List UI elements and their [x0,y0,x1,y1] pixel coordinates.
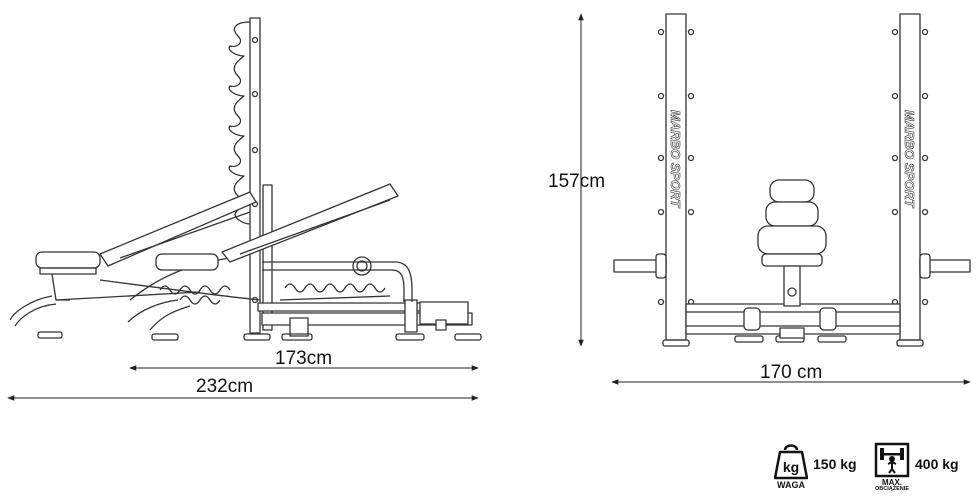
side-bench-incline-2 [221,183,399,301]
front-right-upright [891,13,929,347]
max-load-caption-line1: MAX. [882,478,902,487]
front-view-drawing: MARBO SPORT MARBO SPORT [613,13,971,347]
base-length-dimension-label: 173cm [275,348,332,369]
front-left-upright [657,13,695,347]
side-front-post [262,184,273,331]
max-load-icon [874,442,910,478]
height-dimension-label: 157cm [548,171,605,192]
front-left-peg [613,253,667,279]
side-view-dimensions [7,13,584,401]
weight-caption: WAGA [777,480,805,490]
side-view-drawing [9,17,482,341]
left-upright-brand-text: MARBO SPORT [668,110,683,208]
max-load-caption: MAX. OBCIĄŻENIE [866,479,918,493]
side-base-frame [243,299,482,341]
front-backrest [757,179,827,339]
max-load-value: 400 kg [915,456,959,472]
spec-badges: kg WAGA 150 kg MAX. OBCIĄŻENIE 400 kg [770,440,980,496]
kg-weight-icon: kg [774,444,808,480]
width-dimension-label: 170 cm [760,362,822,383]
weight-value: 150 kg [813,456,857,472]
max-load-caption-line2: OBCIĄŻENIE [875,486,909,492]
right-upright-brand-text: MARBO SPORT [902,110,917,208]
side-upright-post [228,17,261,334]
front-right-peg [919,253,971,279]
side-bench-flat [9,251,201,339]
total-length-dimension-label: 232cm [196,376,253,397]
side-bench-incline-1 [99,191,261,341]
kg-icon-text: kg [783,459,799,475]
side-arm [262,256,413,302]
